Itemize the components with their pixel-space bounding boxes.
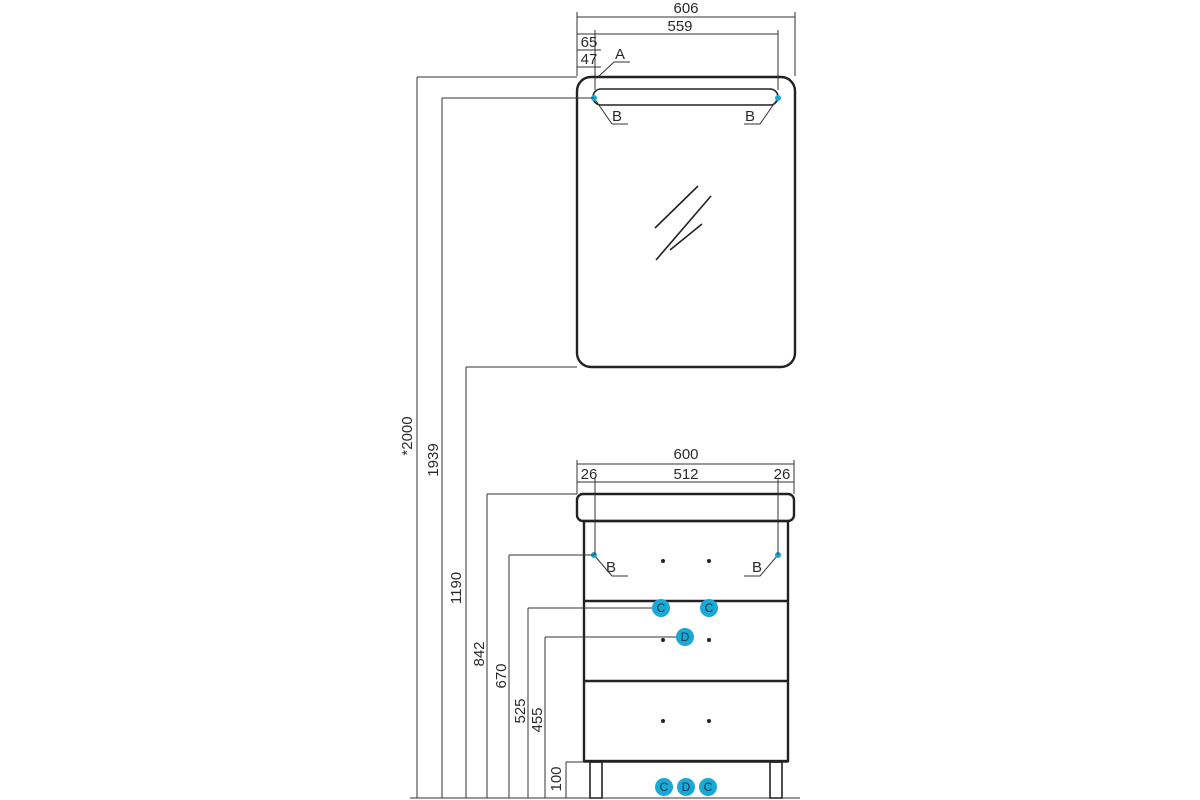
dim-height-455: 455 [529,707,546,732]
mirror-frame [575,75,797,369]
leader-b-left [593,97,628,125]
marker-c-left: C [652,599,670,617]
label-b-vanity-right: B [752,559,762,576]
marker-floor-d: D [677,778,695,796]
dim-mirror-47: 47 [581,51,598,68]
dim-height-2000: *2000 [399,416,416,455]
svg-text:C: C [660,780,669,794]
dim-vanity-26-right: 26 [774,466,791,483]
marker-c-right: C [700,599,718,617]
leg-left [589,761,603,799]
washbasin-top [575,492,796,523]
svg-text:C: C [657,601,666,615]
dim-height-525: 525 [512,698,529,723]
vanity-unit: B B C C D C D C [575,492,796,799]
dim-mirror-606: 606 [673,0,698,17]
fixing-hole [707,719,711,723]
dim-mirror-65: 65 [581,34,598,51]
fixing-hole [707,638,711,642]
dim-vanity-26-left: 26 [581,466,598,483]
svg-text:C: C [705,601,714,615]
svg-text:D: D [682,780,691,794]
label-b-vanity-left: B [606,559,616,576]
mirror-dimensions: 606 559 65 47 [576,0,796,90]
dim-height-670: 670 [493,663,510,688]
dim-vanity-512: 512 [673,466,698,483]
marker-floor-c1: C [655,778,673,796]
mirror-reflection-line [654,185,699,229]
label-b-mirror-left: B [612,108,622,125]
label-b-mirror-right: B [745,108,755,125]
dim-height-1939: 1939 [425,443,442,476]
mirror-reflection-line [655,195,712,261]
vanity-body [582,519,790,763]
fixing-hole [661,559,665,563]
svg-text:C: C [704,780,713,794]
dim-height-1190: 1190 [448,572,465,604]
leader-b-right [744,97,779,125]
leader-b-vanity-left [593,554,628,577]
dim-height-100: 100 [548,766,565,791]
dim-height-842: 842 [471,641,488,666]
marker-d: D [676,628,694,646]
mirror-cabinet: B B A [575,46,797,369]
fixing-hole [661,638,665,642]
mirror-light-bar [592,88,779,106]
mount-point-right [775,95,781,101]
label-a: A [615,46,625,63]
dim-mirror-559: 559 [667,18,692,35]
mirror-reflection-line [669,223,703,251]
svg-text:D: D [681,630,690,644]
leader-a [598,61,630,77]
fixing-hole [661,719,665,723]
leg-right [769,761,783,799]
vanity-dimensions: 600 512 26 26 [576,446,795,555]
leader-b-vanity-right [744,554,779,577]
fixing-hole [707,559,711,563]
height-dimensions: *2000 1939 1190 842 670 525 455 100 [399,76,800,799]
marker-floor-c2: C [699,778,717,796]
dim-vanity-600: 600 [673,446,698,463]
